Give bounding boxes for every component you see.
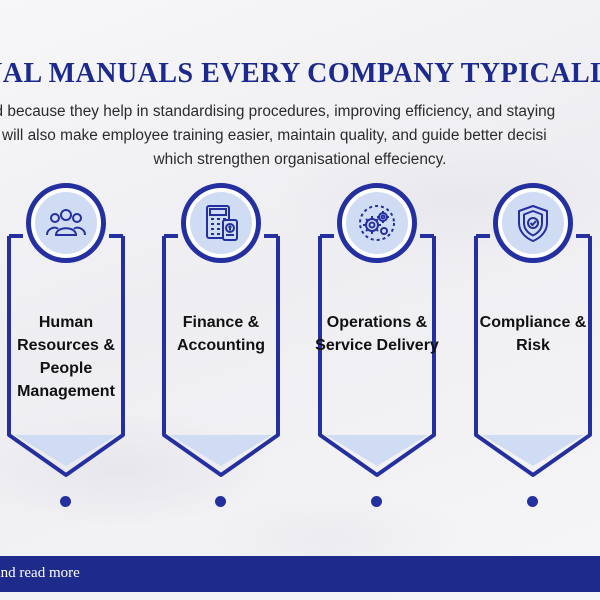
headline-text: NAL MANUALS EVERY COMPANY TYPICALLY [0, 58, 600, 89]
footer-banner[interactable]: and read more [0, 556, 600, 592]
card-dot [527, 496, 538, 507]
card-outline [162, 234, 280, 477]
card-dot [60, 496, 71, 507]
read-more-link[interactable]: and read more [0, 565, 80, 581]
card-icon-circle [337, 183, 417, 263]
card-dot [215, 496, 226, 507]
card-operations-service[interactable]: Operations & Service Delivery [302, 183, 452, 513]
card-icon-circle [26, 183, 106, 263]
people-icon [46, 209, 86, 236]
card-dot [371, 496, 382, 507]
intro-paragraph: ed because they help in standardising pr… [0, 100, 600, 172]
card-outline [474, 234, 592, 477]
card-human-resources[interactable]: Human Resources & People Management [0, 183, 141, 513]
calculator-icon [206, 205, 238, 241]
headline: NAL MANUALS EVERY COMPANY TYPICALLY [0, 58, 600, 98]
card-icon-circle [493, 183, 573, 263]
card-title: Operations & Service Delivery [315, 314, 439, 354]
card-compliance-risk[interactable]: Compliance & Risk [458, 183, 600, 513]
intro-line-1: ed because they help in standardising pr… [0, 103, 556, 120]
shield-check-icon [518, 205, 548, 242]
card-title: Human Resources & People Management [17, 314, 115, 400]
card-icon-circle [181, 183, 261, 263]
card-finance-accounting[interactable]: Finance & Accounting [146, 183, 296, 513]
card-title: Finance & Accounting [177, 314, 265, 354]
intro-line-2: y will also make employee training easie… [0, 127, 547, 144]
intro-line-3: which strengthen organisational effecien… [153, 151, 447, 168]
card-outline [318, 234, 436, 477]
card-title: Compliance & Risk [479, 314, 587, 354]
gears-icon [359, 205, 395, 241]
card-outline [7, 234, 125, 477]
